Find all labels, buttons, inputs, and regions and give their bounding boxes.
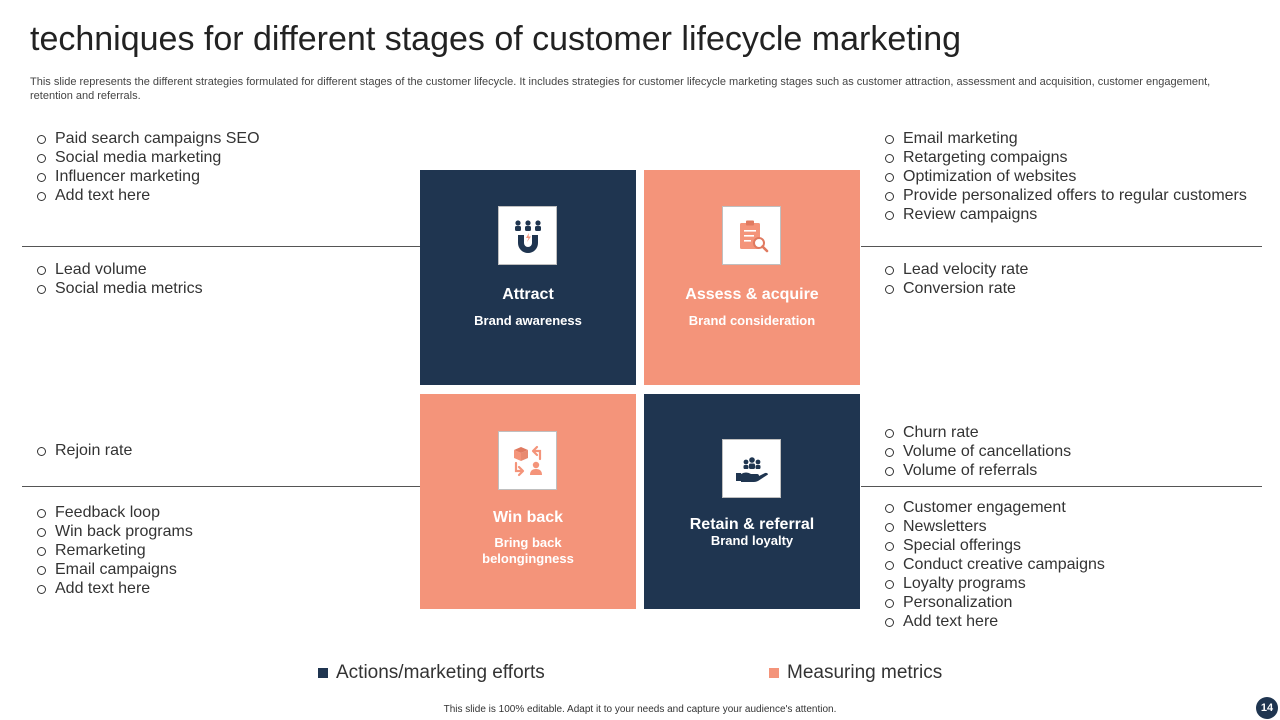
divider-left-bottom [22, 486, 420, 487]
quadrant-winback: Win back Bring back belongingness [420, 394, 636, 609]
list-item: Add text here [30, 186, 260, 205]
footer-note: This slide is 100% editable. Adapt it to… [443, 704, 837, 715]
hand-people-icon [722, 439, 781, 498]
page-number-badge: 14 [1256, 697, 1278, 719]
list-item: Remarketing [30, 541, 193, 560]
divider-right-top [861, 246, 1262, 247]
list-item: Paid search campaigns SEO [30, 129, 260, 148]
list-item: Influencer marketing [30, 167, 260, 186]
list-item: Volume of cancellations [878, 442, 1071, 461]
quadrant-winback-subtitle: Bring back belongingness [482, 535, 574, 566]
divider-left-top [22, 246, 420, 247]
list-item: Lead volume [30, 260, 203, 279]
list-item: Churn rate [878, 423, 1071, 442]
legend-actions: Actions/marketing efforts [318, 662, 545, 684]
magnet-people-icon [498, 206, 557, 265]
legend-actions-label: Actions/marketing efforts [336, 662, 545, 683]
quadrant-retain-subtitle: Brand loyalty [710, 533, 794, 548]
winback-metrics-list: Rejoin rate [30, 441, 132, 460]
list-item: Special offerings [878, 536, 1105, 555]
list-item: Add text here [30, 579, 193, 598]
legend-metrics: Measuring metrics [769, 662, 942, 684]
list-item: Personalization [878, 593, 1105, 612]
box-exchange-icon [498, 431, 557, 490]
list-item: Add text here [878, 612, 1105, 631]
quadrant-attract-title: Attract [502, 286, 554, 303]
list-item: Social media marketing [30, 148, 260, 167]
clipboard-search-icon [722, 206, 781, 265]
list-item: Conversion rate [878, 279, 1028, 298]
list-item: Rejoin rate [30, 441, 132, 460]
list-item: Customer engagement [878, 498, 1105, 517]
divider-right-bottom [861, 486, 1262, 487]
legend-actions-swatch [318, 668, 328, 678]
quadrant-assess: Assess & acquire Brand consideration [644, 170, 860, 385]
list-item: Newsletters [878, 517, 1105, 536]
list-item: Conduct creative campaigns [878, 555, 1105, 574]
list-item: Review campaigns [878, 205, 1247, 224]
quadrant-assess-subtitle: Brand consideration [688, 313, 816, 328]
list-item: Provide personalized offers to regular c… [878, 186, 1247, 205]
list-item: Loyalty programs [878, 574, 1105, 593]
list-item: Optimization of websites [878, 167, 1247, 186]
slide-subtitle: This slide represents the different stra… [30, 76, 1211, 102]
quadrant-retain-title: Retain & referral [689, 516, 815, 533]
list-item: Email marketing [878, 129, 1247, 148]
list-item: Win back programs [30, 522, 193, 541]
list-item: Volume of referrals [878, 461, 1071, 480]
legend-metrics-swatch [769, 668, 779, 678]
quadrant-attract: Attract Brand awareness [420, 170, 636, 385]
slide-title: techniques for different stages of custo… [30, 20, 962, 58]
list-item: Feedback loop [30, 503, 193, 522]
quadrant-attract-subtitle: Brand awareness [474, 313, 582, 328]
list-item: Retargeting compaigns [878, 148, 1247, 167]
quadrant-retain: Retain & referral Brand loyalty [644, 394, 860, 609]
list-item: Lead velocity rate [878, 260, 1028, 279]
quadrant-winback-title: Win back [492, 509, 564, 526]
list-item: Email campaigns [30, 560, 193, 579]
quadrant-assess-title: Assess & acquire [685, 286, 819, 303]
legend-metrics-label: Measuring metrics [787, 662, 943, 683]
list-item: Social media metrics [30, 279, 203, 298]
